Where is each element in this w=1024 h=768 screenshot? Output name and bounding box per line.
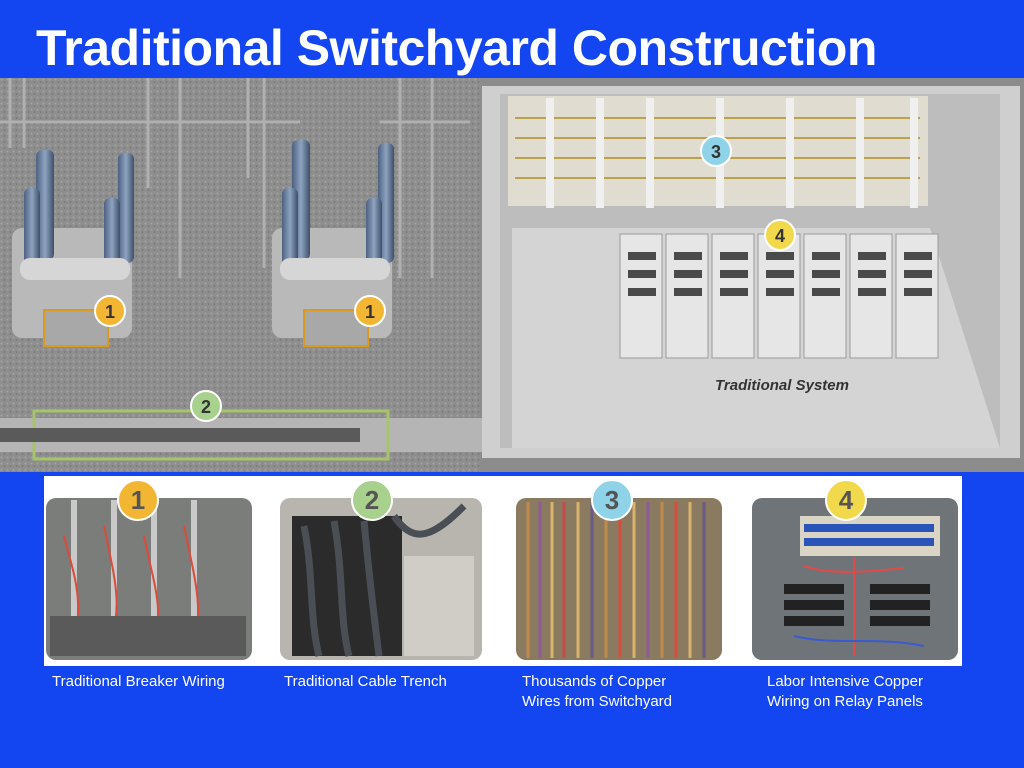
- badge-2-label: 2: [201, 397, 211, 417]
- badge-3: 3: [700, 135, 732, 167]
- photo-cable-trench: [280, 498, 482, 660]
- caption-3-line1: Thousands of Copper: [522, 673, 667, 690]
- photo-3-badge: 3: [591, 479, 633, 521]
- caption-breaker-wiring: Traditional Breaker Wiring: [52, 672, 225, 692]
- badge-3-label: 3: [711, 142, 721, 162]
- badge-1-left: 1: [94, 295, 126, 327]
- badge-4-label: 4: [775, 226, 785, 246]
- photo-breaker-wiring: [46, 498, 252, 660]
- caption-copper-wires: Thousands of Copper Wires from Switchyar…: [522, 672, 672, 712]
- photo-3-badge-label: 3: [605, 485, 619, 515]
- photo-1-badge: 1: [117, 479, 159, 521]
- circuit-breaker-right: [272, 140, 394, 347]
- slide-title: Traditional Switchyard Construction: [36, 20, 877, 76]
- photo-4-badge: 4: [825, 479, 867, 521]
- gantry-structures: [0, 78, 470, 278]
- badge-2: 2: [190, 390, 222, 422]
- caption-2-line1: Traditional Cable Trench: [284, 673, 447, 690]
- photo-2-badge: 2: [351, 479, 393, 521]
- photo-relay-panel-wiring: [752, 498, 958, 660]
- photo-strip: 1 2 3: [44, 476, 962, 666]
- photo-1-badge-label: 1: [131, 485, 145, 515]
- photo-copper-wires: [516, 498, 722, 660]
- photo-4-badge-label: 4: [839, 485, 854, 515]
- badge-4: 4: [764, 219, 796, 251]
- caption-3-line2: Wires from Switchyard: [522, 693, 673, 710]
- cable-trench: [0, 409, 490, 461]
- badge-1-left-label: 1: [105, 302, 115, 322]
- control-building: [482, 86, 1020, 458]
- caption-cable-trench: Traditional Cable Trench: [284, 672, 447, 692]
- caption-relay-panels: Labor Intensive Copper Wiring on Relay P…: [767, 672, 923, 712]
- traditional-system-label: Traditional System: [715, 377, 849, 394]
- photo-2-badge-label: 2: [365, 485, 379, 515]
- badge-1-right-label: 1: [365, 302, 375, 322]
- switchyard-illustration: 1 1 2 3 4 Traditional System: [0, 78, 1024, 472]
- caption-4-line2: Wiring on Relay Panels: [767, 693, 923, 710]
- badge-1-right: 1: [354, 295, 386, 327]
- caption-4-line1: Labor Intensive Copper: [767, 673, 923, 690]
- caption-1-line1: Traditional Breaker Wiring: [52, 673, 225, 690]
